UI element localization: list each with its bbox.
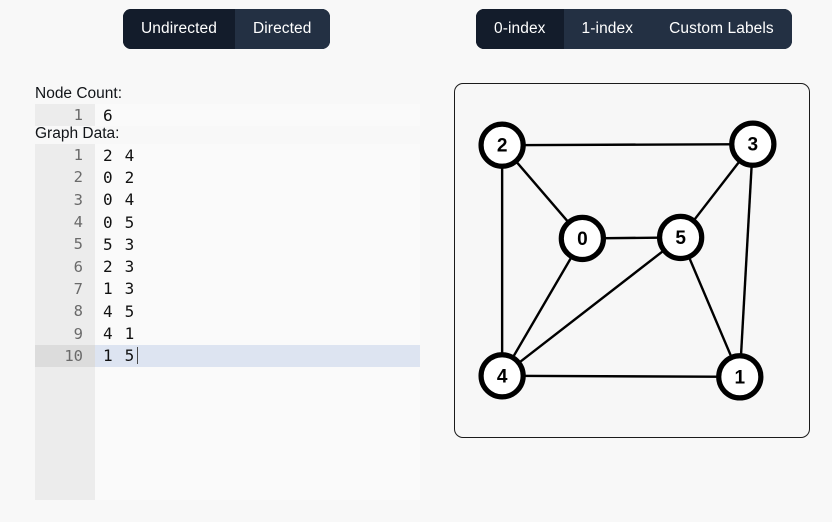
line-content[interactable]: 6	[95, 104, 420, 126]
toggle-option-0-index[interactable]: 0-index	[476, 9, 564, 49]
line-text: 4 5	[103, 301, 136, 321]
line-number: 4	[73, 213, 83, 232]
line-content[interactable]: 0 4	[95, 189, 420, 211]
line-number: 10	[35, 344, 95, 367]
graph-node[interactable]: 3	[729, 120, 777, 168]
graph-node[interactable]: 2	[478, 121, 526, 169]
line-number: 1	[73, 106, 83, 125]
toggle-option-1-index[interactable]: 1-index	[563, 9, 652, 49]
line-number: 5	[73, 235, 83, 254]
line-text: 1 3	[103, 279, 136, 299]
graph-edge	[502, 142, 753, 147]
graph-data-gutter	[35, 144, 95, 500]
line-number: 7	[73, 279, 83, 298]
code-line[interactable]: 7 1 3	[35, 278, 420, 300]
line-content[interactable]: 0 2	[95, 166, 420, 188]
code-line[interactable]: 8 4 5	[35, 300, 420, 322]
graph-node[interactable]: 5	[656, 213, 705, 262]
toggle-option-custom-labels[interactable]: Custom Labels	[651, 9, 792, 49]
graph-edges	[500, 142, 755, 379]
line-content[interactable]: 0 5	[95, 211, 420, 233]
graph-node-label: 2	[497, 136, 508, 157]
graph-nodes[interactable]: 2 3 0 5 4 1	[478, 120, 777, 401]
node-count-editor-background	[35, 104, 420, 126]
line-text: 0 5	[103, 212, 136, 232]
line-number: 3	[73, 190, 83, 209]
graph-node[interactable]: 4	[478, 352, 526, 400]
graph-node-circle[interactable]	[478, 352, 526, 400]
graph-edge	[502, 374, 740, 379]
line-text: 4 1	[103, 324, 136, 344]
graph-node[interactable]: 0	[558, 214, 607, 263]
line-text: 0 4	[103, 190, 136, 210]
graph-node-label: 1	[735, 367, 746, 388]
node-count-label: Node Count:	[35, 85, 123, 102]
node-count-gutter	[35, 104, 95, 126]
line-content[interactable]: 1 5	[95, 344, 420, 367]
graph-data-label: Graph Data:	[35, 125, 120, 142]
code-line[interactable]: 6 2 3	[35, 255, 420, 277]
graph-node-circle[interactable]	[729, 120, 777, 168]
graph-data-lines[interactable]: 1 2 4 2 0 2 3 0 4 4 0 5 5 5 3 6 2 3 7 1 3 8 4 5 9 4 1 10 1 …	[35, 144, 420, 367]
toggle-option-directed[interactable]: Directed	[234, 9, 330, 49]
graph-node-circle[interactable]	[656, 213, 705, 262]
code-line[interactable]: 4 0 5	[35, 211, 420, 233]
line-text: 2 3	[103, 257, 136, 277]
line-number: 2	[73, 168, 83, 187]
graph-edge	[501, 236, 682, 377]
line-number: 9	[73, 324, 83, 343]
graph-node-label: 5	[675, 228, 686, 249]
graph-data-editor[interactable]: 1 2 4 2 0 2 3 0 4 4 0 5 5 5 3 6 2 3 7 1 3 8 4 5 9 4 1 10 1 …	[35, 144, 420, 500]
line-number: 1	[73, 146, 83, 165]
graph-data-editor-background	[35, 144, 420, 500]
graph-edge	[679, 236, 741, 378]
graph-node-circle[interactable]	[478, 121, 526, 169]
line-text: 5 3	[103, 234, 136, 254]
line-content[interactable]: 1 3	[95, 278, 420, 300]
line-content[interactable]: 4 1	[95, 322, 420, 344]
code-line[interactable]: 10 1 5	[35, 344, 420, 367]
line-text: 2 4	[103, 145, 136, 165]
code-line[interactable]: 1 2 4	[35, 144, 420, 166]
graph-node-label: 0	[577, 229, 588, 250]
graph-node-label: 4	[497, 366, 508, 387]
text-caret	[136, 347, 138, 365]
code-line[interactable]: 5 5 3	[35, 233, 420, 255]
graph-node-label: 3	[748, 135, 759, 156]
graph-node-circle[interactable]	[558, 214, 607, 263]
code-line[interactable]: 9 4 1	[35, 322, 420, 344]
code-line[interactable]: 2 0 2	[35, 166, 420, 188]
line-number: 8	[73, 302, 83, 321]
code-line[interactable]: 3 0 4	[35, 189, 420, 211]
line-number: 6	[73, 257, 83, 276]
toggle-option-undirected[interactable]: Undirected	[123, 9, 235, 49]
line-content[interactable]: 2 4	[95, 144, 420, 166]
graph-visualization-panel[interactable]: 2 3 0 5 4 1	[454, 83, 810, 438]
graph-canvas[interactable]: 2 3 0 5 4 1	[455, 84, 809, 437]
graph-edge	[738, 144, 755, 377]
line-text: 6	[103, 105, 114, 125]
line-content[interactable]: 5 3	[95, 233, 420, 255]
graph-edge	[501, 237, 584, 377]
graph-node[interactable]: 1	[716, 353, 764, 401]
line-text: 0 2	[103, 167, 136, 187]
graph-node-circle[interactable]	[716, 353, 764, 401]
line-content[interactable]: 4 5	[95, 300, 420, 322]
line-content[interactable]: 2 3	[95, 255, 420, 277]
line-text: 1 5	[103, 346, 136, 366]
